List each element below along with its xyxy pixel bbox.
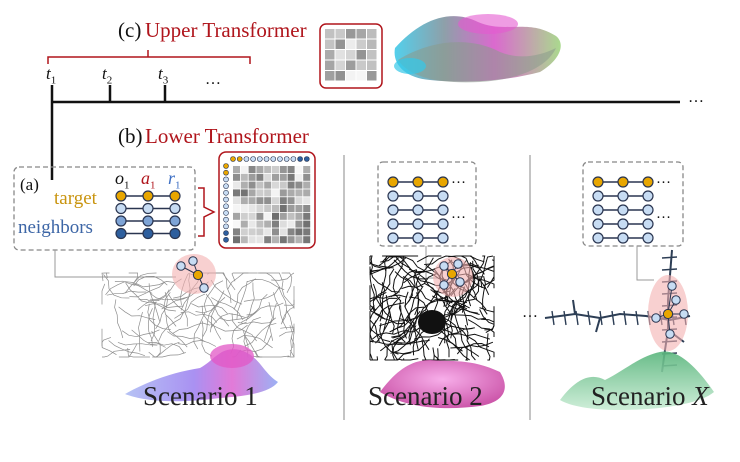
panel-2-chains xyxy=(387,176,449,244)
lower-attention-matrix xyxy=(218,151,316,249)
panel-a-box xyxy=(13,166,196,251)
scenario-x-map xyxy=(544,249,691,373)
lower-transformer-title: Lower Transformer xyxy=(145,124,309,148)
scenario-1-map xyxy=(101,254,295,358)
o1-label: o1 xyxy=(115,168,130,192)
panel-2-dots: … xyxy=(451,171,466,187)
panel-x-dots: … xyxy=(656,171,671,187)
upper-attention-matrix xyxy=(319,23,383,89)
lower-tag: (b) xyxy=(118,124,143,148)
panel-x-dots-2: … xyxy=(656,206,671,222)
lower-bracket xyxy=(198,187,216,237)
panel-2-dots-2: … xyxy=(451,206,466,222)
connector-x xyxy=(636,246,654,281)
t1-label: t1 xyxy=(46,64,57,87)
scenario-x-label: Scenario X xyxy=(591,381,709,411)
scenario-1-label: Scenario 1 xyxy=(143,381,258,411)
scenario-2-map xyxy=(369,255,495,361)
timeline-dots: … xyxy=(205,71,221,88)
upper-transformer-title: Upper Transformer xyxy=(145,18,307,42)
panel-2-box xyxy=(377,161,477,247)
scenario-2-label: Scenario 2 xyxy=(368,381,483,411)
panel-a-chains xyxy=(115,190,181,240)
scenario-1-surface xyxy=(125,344,278,402)
scenario-x-surface xyxy=(560,351,714,410)
a1-label: a1 xyxy=(141,168,156,192)
timeline-end-dots: … xyxy=(688,89,704,106)
t2-label: t2 xyxy=(102,64,113,87)
timeline xyxy=(50,85,680,180)
upper-bracket xyxy=(47,50,251,64)
r1-label: r1 xyxy=(168,168,181,192)
neighbors-label: neighbors xyxy=(18,217,93,238)
connector-a xyxy=(54,250,176,278)
scenario-gap-dots: … xyxy=(522,304,538,321)
target-label: target xyxy=(54,188,97,209)
panel-x-chains xyxy=(592,176,654,244)
panel-x-box xyxy=(582,161,684,247)
panel-a-tag: (a) xyxy=(20,175,39,194)
upper-tag: (c) xyxy=(118,18,142,42)
t3-label: t3 xyxy=(158,64,169,87)
scenario-2-surface xyxy=(380,360,505,409)
upper-surface-plot xyxy=(394,14,561,83)
